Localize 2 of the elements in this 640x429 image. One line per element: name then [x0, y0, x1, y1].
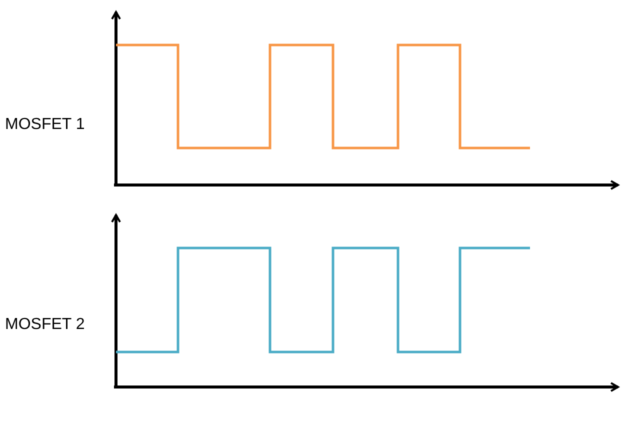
signal-label: MOSFET 2	[5, 315, 85, 335]
signal-label: MOSFET 1	[5, 115, 85, 135]
